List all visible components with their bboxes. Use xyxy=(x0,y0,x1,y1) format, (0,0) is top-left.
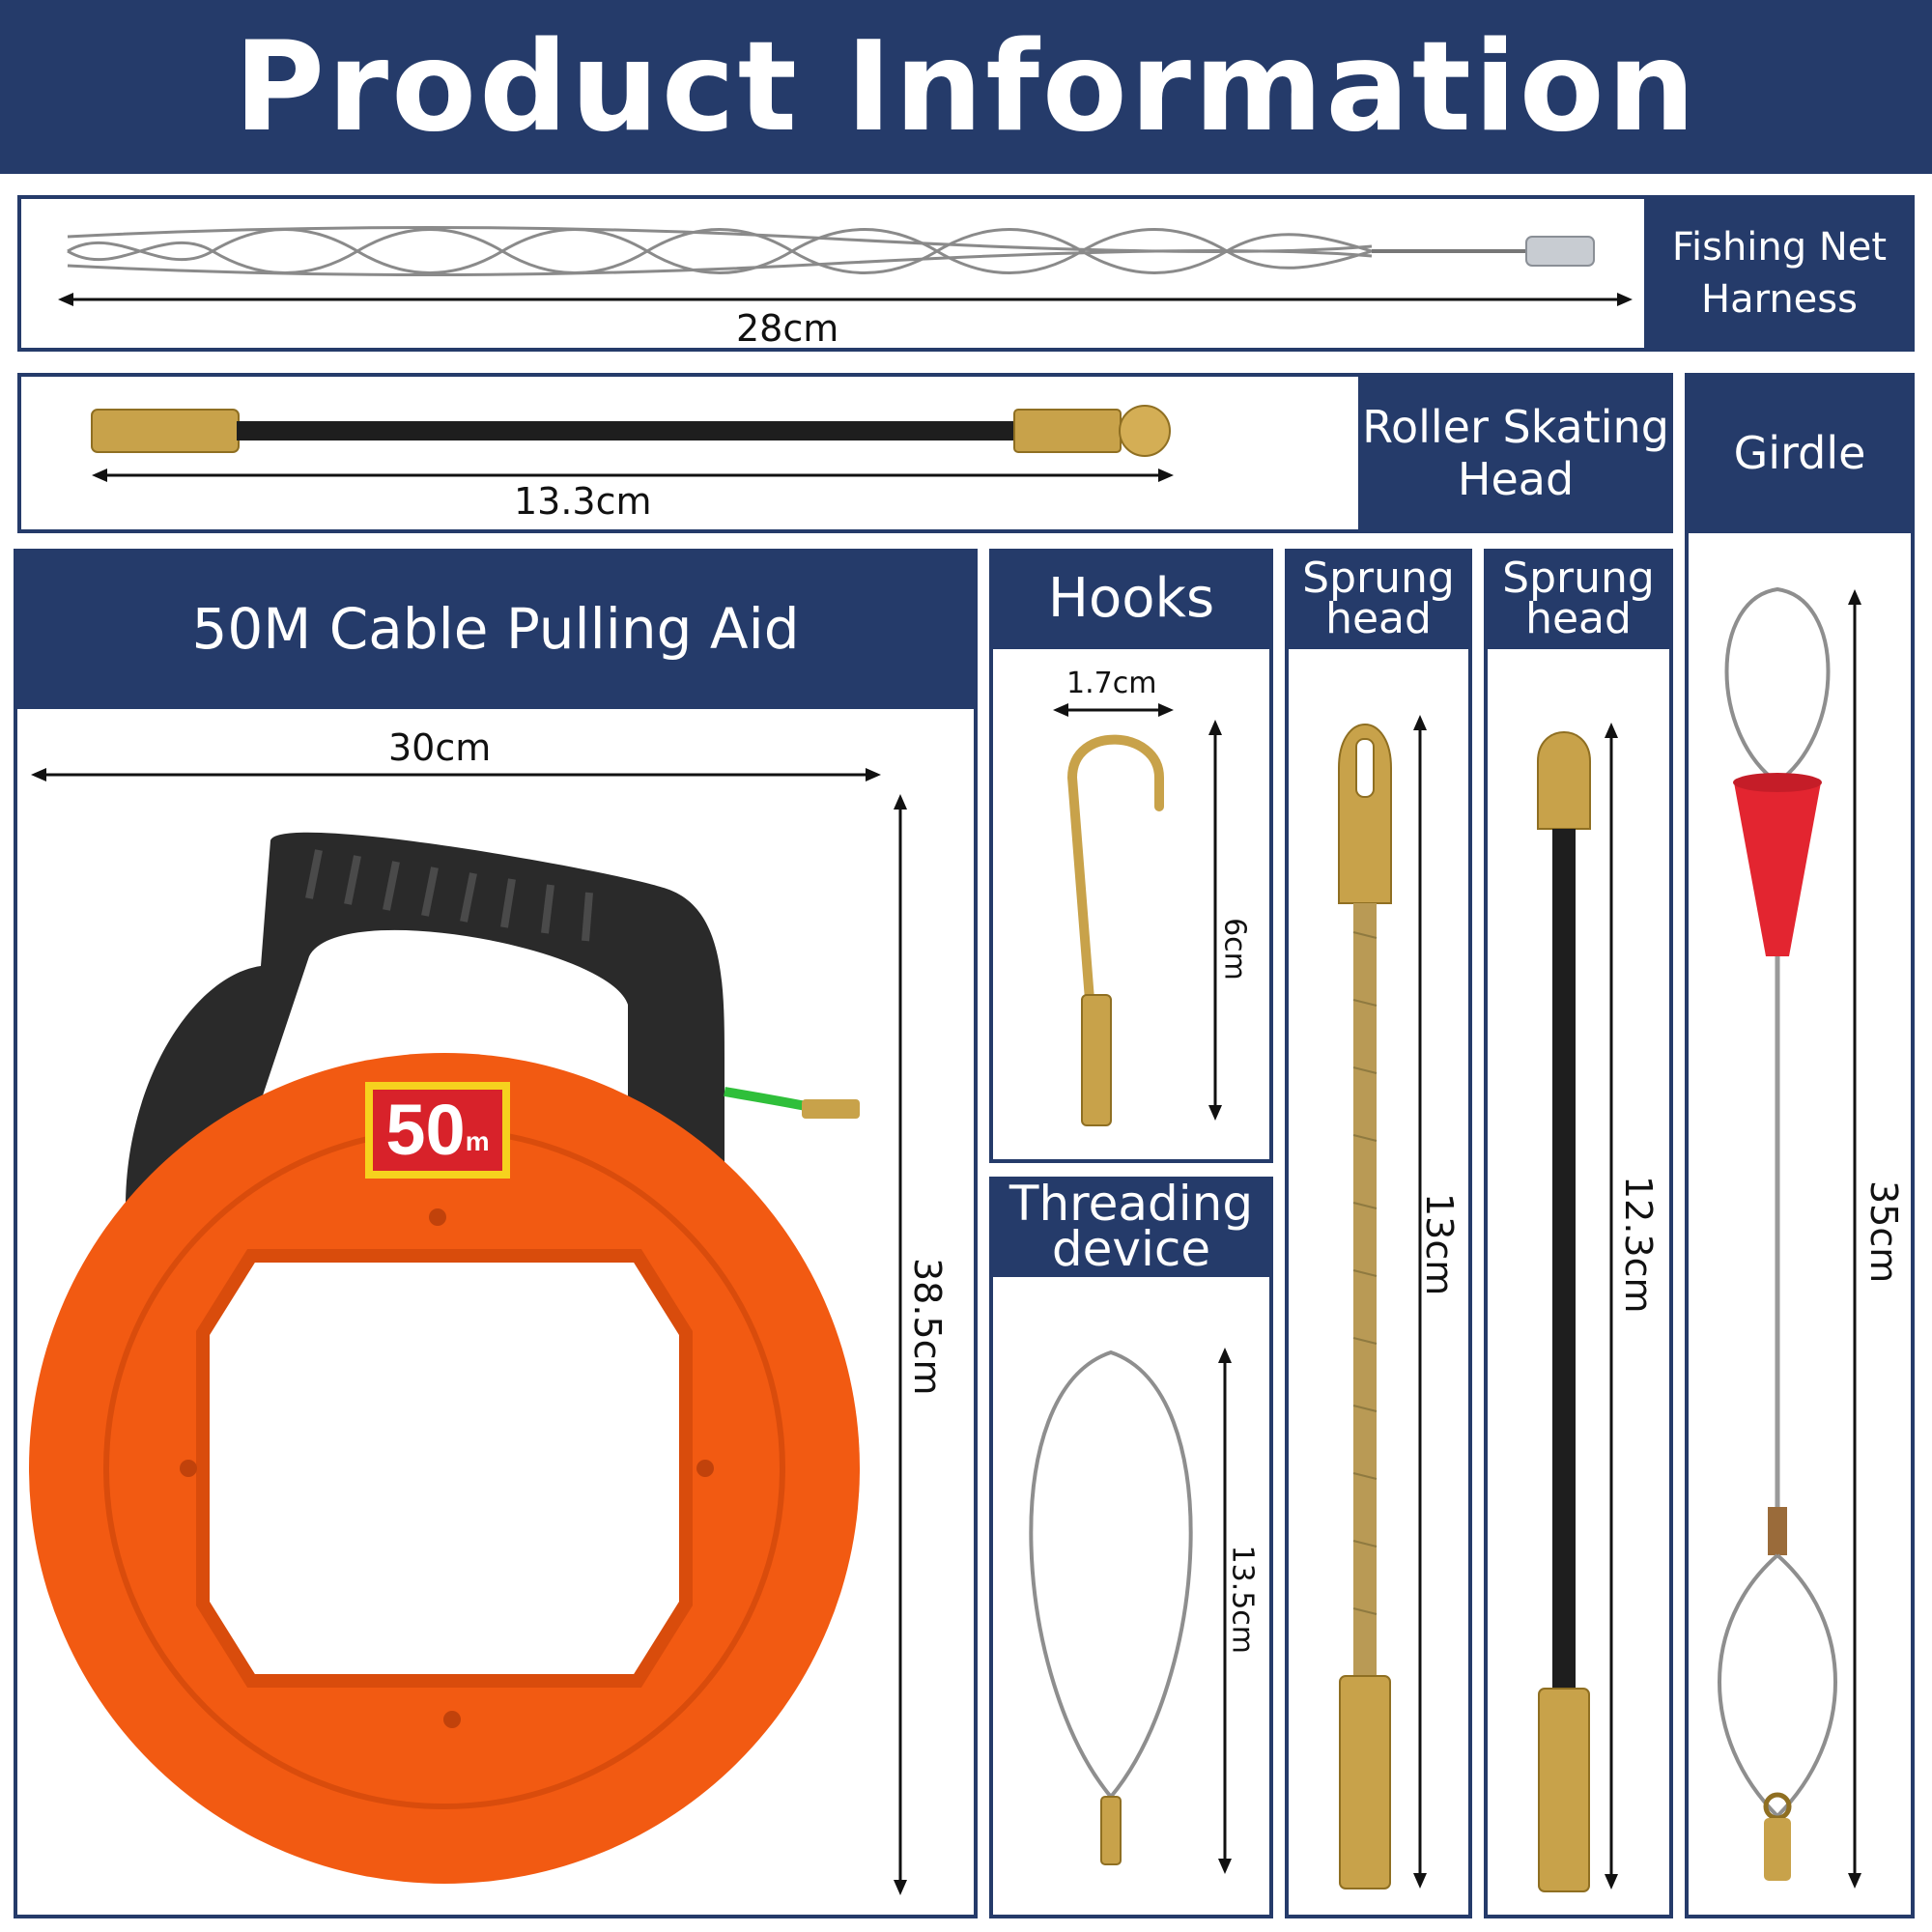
fishing-net-label-line1: Fishing Net xyxy=(1671,225,1888,270)
hooks-label: Hooks xyxy=(989,549,1273,649)
hooks-height-arrow xyxy=(1208,720,1222,1121)
sprung-head-2-dimension-arrow xyxy=(1605,723,1618,1889)
girdle-dimension: 35cm xyxy=(1862,1180,1905,1284)
threading-label: Threading device xyxy=(989,1177,1273,1277)
sprung-head-1-image xyxy=(1338,724,1392,1889)
cable-aid-height: 38.5cm xyxy=(906,1258,949,1396)
hooks-width-arrow xyxy=(1053,703,1174,717)
sprung-head-2-label-line2: head xyxy=(1525,594,1632,643)
sprung-head-2-image xyxy=(1537,731,1591,1892)
sprung-head-1-label-line1: Sprung xyxy=(1302,554,1455,604)
roller-head-dimension-arrow xyxy=(92,469,1174,482)
cable-reel-image xyxy=(29,832,860,1884)
sprung-head-1-dimension-arrow xyxy=(1413,715,1427,1889)
fishing-net-dimension: 28cm xyxy=(736,307,839,350)
sprung-head-2-label-line1: Sprung xyxy=(1502,554,1655,604)
threading-dimension: 13.5cm xyxy=(1225,1545,1260,1655)
threading-device-image xyxy=(1029,1350,1193,1865)
fishing-net-label: Fishing Net Harness xyxy=(1644,195,1915,352)
threading-dimension-arrow xyxy=(1218,1348,1232,1874)
roller-head-label-line1: Roller Skating xyxy=(1362,400,1669,453)
hooks-panel xyxy=(989,549,1273,1163)
hook-image xyxy=(1066,734,1164,1126)
girdle-label: Girdle xyxy=(1685,373,1915,533)
sprung-head-1-label: Sprung head xyxy=(1285,549,1472,649)
sprung-head-2-dimension: 12.3cm xyxy=(1617,1176,1660,1314)
cable-aid-width-arrow xyxy=(31,768,881,781)
girdle-panel xyxy=(1685,373,1915,1918)
reel-capacity-number: 50 xyxy=(385,1090,466,1170)
reel-capacity-unit: m xyxy=(465,1126,490,1156)
roller-head-dimension: 13.3cm xyxy=(514,480,652,523)
threading-label-line2: device xyxy=(1051,1221,1211,1277)
sprung-head-1-label-line2: head xyxy=(1325,594,1432,643)
roller-head-image xyxy=(91,405,1171,457)
threading-label-line1: Threading xyxy=(1009,1175,1254,1232)
sprung-head-2-label: Sprung head xyxy=(1484,549,1673,649)
fishing-net-label-line2: Harness xyxy=(1701,277,1858,322)
cable-aid-height-arrow xyxy=(894,794,907,1895)
roller-head-label-line2: Head xyxy=(1457,453,1575,505)
girdle-image xyxy=(1718,586,1837,1881)
hooks-height: 6cm xyxy=(1217,918,1252,980)
reel-capacity-badge: 50 m xyxy=(373,1090,502,1171)
hooks-width: 1.7cm xyxy=(1066,667,1157,700)
page-title: Product Information xyxy=(0,0,1932,174)
fishing-net-image xyxy=(67,225,1595,277)
sprung-head-1-dimension: 13cm xyxy=(1418,1193,1461,1296)
cable-aid-label: 50M Cable Pulling Aid xyxy=(14,549,978,709)
cable-aid-width: 30cm xyxy=(388,726,492,769)
roller-head-label: Roller Skating Head xyxy=(1358,373,1673,533)
fishing-net-dimension-arrow xyxy=(58,293,1633,306)
girdle-dimension-arrow xyxy=(1848,589,1861,1889)
